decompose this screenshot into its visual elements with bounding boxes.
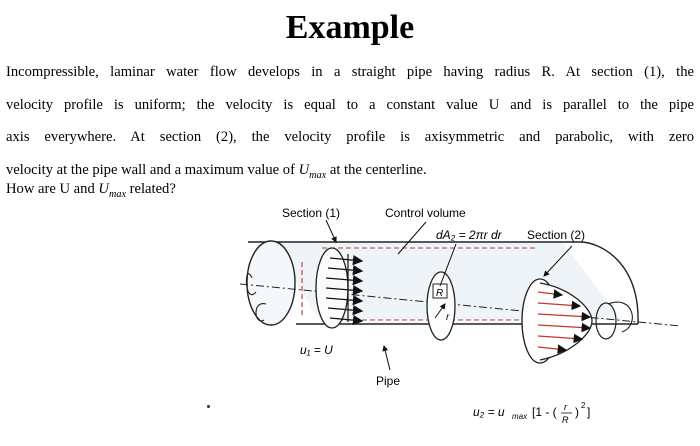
question-umax-symbol: Umax <box>98 181 126 200</box>
u2-bracket-open: [1 - ( <box>532 405 557 419</box>
u2-frac-den: R <box>562 415 569 425</box>
label-r: r <box>446 312 450 323</box>
question-start: How are U and <box>6 181 95 197</box>
statement-line-1: Incompressible, laminar water flow devel… <box>6 64 694 80</box>
u2-exponent: 2 <box>581 401 586 410</box>
u2-sub: max <box>512 412 528 421</box>
label-R: R <box>436 288 443 299</box>
area-element-ring <box>426 271 456 341</box>
stray-dot <box>207 405 210 408</box>
statement-line-2: velocity profile is uniform; the velocit… <box>6 96 694 113</box>
leader-lines <box>325 219 573 371</box>
inlet-curl <box>245 273 267 322</box>
label-control-volume: Control volume <box>385 206 466 220</box>
u2-lhs: u₂ = u <box>473 405 505 419</box>
label-area-element: dA₂ = 2πr dr <box>436 228 503 242</box>
statement-line-4-end: at the centerline. <box>329 161 427 178</box>
pipe-flow-figure: Section (1) Control volume dA₂ = 2πr dr … <box>240 206 680 425</box>
outlet-curl <box>607 301 633 333</box>
question-end: related? <box>129 181 176 197</box>
label-section-2: Section (2) <box>527 228 585 242</box>
u2-frac-num: r <box>564 402 568 412</box>
section-2-profile <box>521 278 617 364</box>
section-1-profile <box>315 247 364 329</box>
label-pipe: Pipe <box>376 374 400 388</box>
page-title: Example <box>285 9 415 46</box>
question-text: How are U and Umax related? <box>6 179 176 205</box>
label-section-1: Section (1) <box>282 206 340 220</box>
u2-paren-close: ) <box>575 405 579 419</box>
u2-bracket-close: ] <box>587 405 590 419</box>
statement-line-4-text: velocity at the pipe wall and a maximum … <box>6 161 295 178</box>
statement-line-4: velocity at the pipe wall and a maximum … <box>6 154 694 192</box>
pipe-centerline <box>240 283 680 327</box>
u2-equation: u₂ = u max [1 - ( r R ) 2 ] <box>473 401 590 425</box>
umax-symbol: Umax <box>298 161 327 181</box>
label-u1: u₁ = U <box>300 343 333 357</box>
statement-line-3: axis everywhere. At section (2), the vel… <box>6 129 694 145</box>
problem-statement: Incompressible, laminar water flow devel… <box>6 56 694 192</box>
